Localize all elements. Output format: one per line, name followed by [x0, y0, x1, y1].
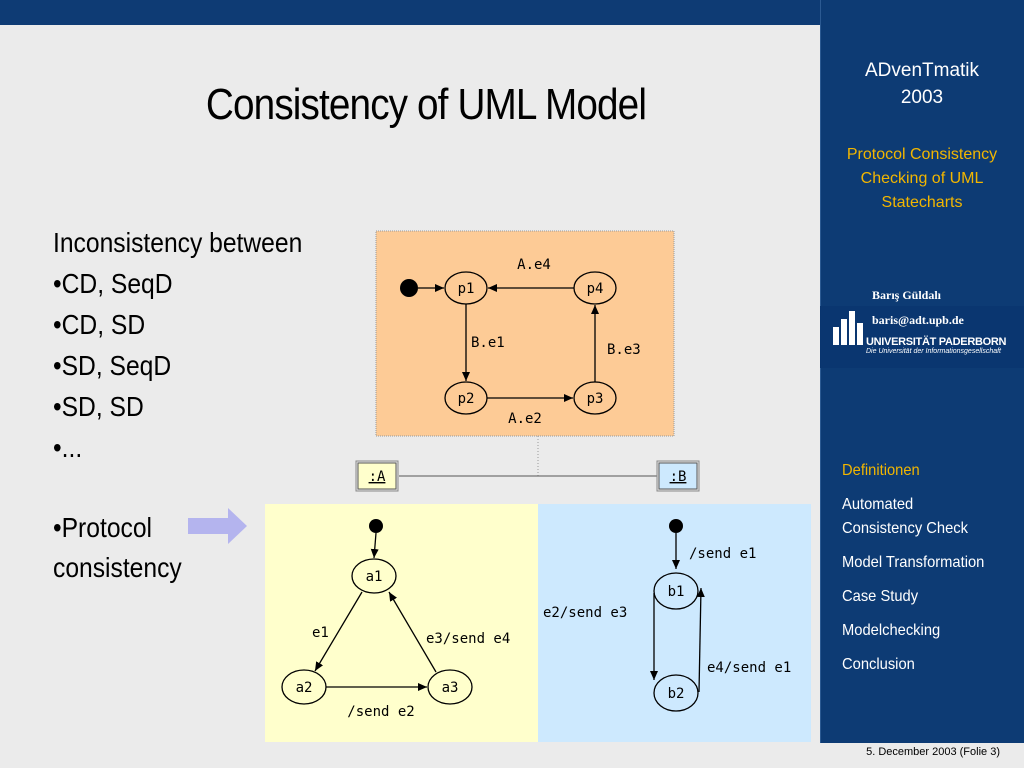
- nav-automated-consistency-check[interactable]: Consistency Check: [842, 520, 968, 537]
- slide-title: Consistency of UML Model: [205, 80, 647, 129]
- state-p2-label: p2: [458, 391, 475, 407]
- transition-label: A.e4: [517, 257, 551, 273]
- initial-state: [400, 279, 418, 297]
- object-a-label: :A: [369, 469, 386, 485]
- bullet-item: •CD, SeqD: [53, 268, 173, 299]
- bullet-list: Inconsistency between •CD, SeqD •CD, SD …: [53, 222, 302, 468]
- nav-conclusion[interactable]: Conclusion: [842, 656, 915, 673]
- author-name: Barış Güldalı: [872, 288, 942, 302]
- initial-state: [669, 519, 683, 533]
- state-p4-label: p4: [587, 281, 604, 297]
- university-logo-icon: [833, 311, 863, 345]
- bullet-heading: Inconsistency between: [53, 227, 303, 258]
- state-a3: [427, 669, 473, 705]
- object-b-label: :B: [670, 469, 687, 485]
- object-b: [658, 462, 698, 490]
- app-year: 2003: [900, 87, 944, 108]
- transition-label: B.e1: [471, 335, 505, 351]
- state-p1-label: p1: [458, 281, 475, 297]
- nav-model-transformation[interactable]: Model Transformation: [842, 554, 985, 571]
- bullet-item: •SD, SeqD: [53, 350, 172, 381]
- talk-subtitle: Protocol Consistency: [846, 146, 998, 163]
- nav-automated-consistency-check[interactable]: Automated: [842, 496, 914, 513]
- state-b1-label: b1: [668, 584, 685, 600]
- transition-label: /send e1: [689, 546, 756, 562]
- state-a3-label: a3: [442, 680, 459, 696]
- talk-subtitle: Checking of UML: [860, 170, 984, 187]
- transition-label: e4/send e1: [707, 660, 791, 676]
- author-email: baris@adt.upb.de: [872, 313, 964, 327]
- transition-label: e1: [312, 625, 329, 641]
- sidebar: [820, 0, 1024, 743]
- object-a: [357, 462, 397, 490]
- university-name: UNIVERSITÄT PADERBORN: [866, 336, 1007, 348]
- bullet-item: •CD, SD: [53, 309, 146, 340]
- state-a1: [351, 558, 397, 594]
- state-a2-label: a2: [296, 680, 313, 696]
- nav-modelchecking[interactable]: Modelchecking: [842, 622, 941, 639]
- protocol-bullet: •Protocol consistency: [53, 508, 182, 588]
- university-tagline: Die Universität der Informationsgesellsc…: [866, 348, 1002, 355]
- protocol-statechart-panel: [375, 230, 675, 437]
- state-b2: [653, 674, 699, 712]
- nav-definitionen[interactable]: Definitionen: [842, 462, 920, 479]
- right-arrow-icon: [188, 508, 247, 544]
- talk-subtitle: Statecharts: [881, 194, 963, 211]
- statechart-diagram: p1 p4 p2 p3 A.e4 B.e1 B.e3 A.e2 :A :B a1…: [188, 230, 811, 742]
- bullet-item: •...: [53, 432, 83, 463]
- bullet-item: •SD, SD: [53, 391, 144, 422]
- transition-label: e2/send e3: [543, 605, 627, 621]
- transition-label: /send e2: [347, 704, 414, 720]
- footer-date: 5. December 2003 (Folie 3): [866, 746, 1000, 758]
- footer: [0, 743, 1024, 768]
- app-title: ADvenTmatik: [864, 60, 980, 81]
- top-bar: [0, 0, 820, 25]
- nav-case-study[interactable]: Case Study: [842, 588, 919, 605]
- state-b2-label: b2: [668, 686, 685, 702]
- state-p3-label: p3: [587, 391, 604, 407]
- initial-state: [369, 519, 383, 533]
- protocol-line: •Protocol: [53, 512, 153, 543]
- transition-label: A.e2: [508, 411, 542, 427]
- transition-label: B.e3: [607, 342, 641, 358]
- transition-label: e3/send e4: [426, 631, 510, 647]
- state-a1-label: a1: [366, 569, 383, 585]
- protocol-line: consistency: [53, 552, 182, 583]
